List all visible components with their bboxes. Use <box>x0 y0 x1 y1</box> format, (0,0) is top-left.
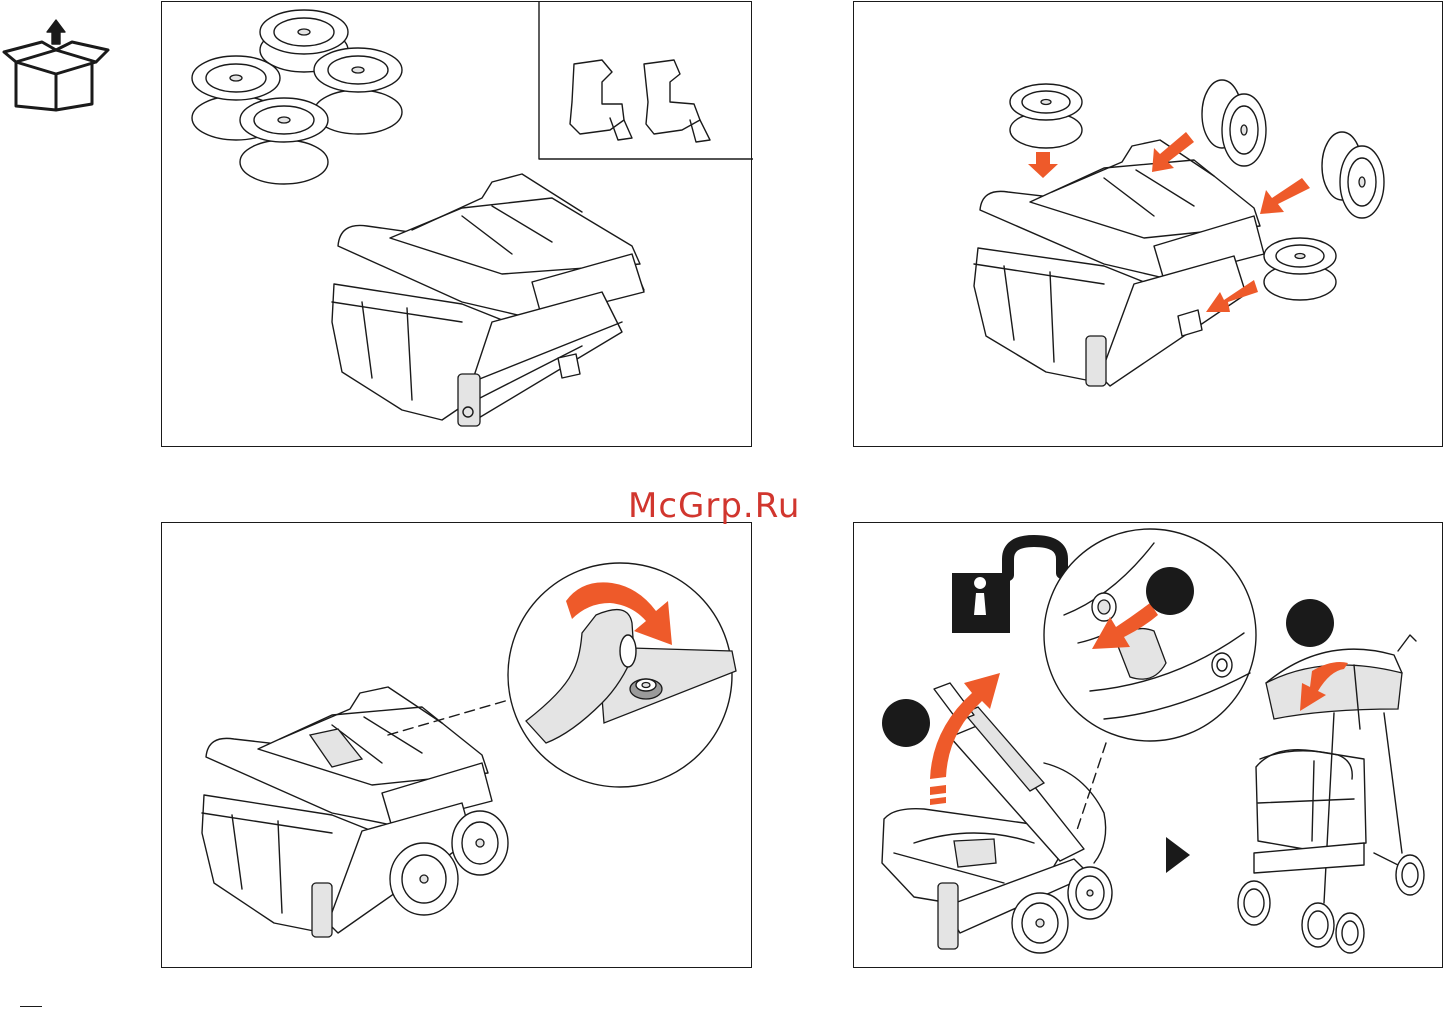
step-badge-1 <box>882 699 930 747</box>
stroller-wheel-4 <box>1396 855 1424 895</box>
snap-button <box>630 679 662 699</box>
step-attach-wheels-panel <box>853 1 1443 447</box>
unfolded-stroller <box>1238 635 1424 953</box>
step-strap-button-panel <box>161 522 752 968</box>
step-badge-3-group <box>1286 599 1334 647</box>
folded-stroller-with-wheels <box>202 687 508 937</box>
play-triangle-icon <box>1166 837 1190 873</box>
rear-wheel-top <box>1202 80 1266 166</box>
detail-circle <box>1044 529 1256 741</box>
wheel-adapter-illustration <box>570 60 710 142</box>
wheels-illustration <box>192 10 402 184</box>
front-wheel-left <box>1010 84 1082 148</box>
watermark-text: McGrp.Ru <box>628 486 800 526</box>
open-box-arrow-up-icon <box>0 18 112 114</box>
stroller-wheel-1 <box>1238 881 1270 925</box>
rear-wheel-right <box>1322 132 1384 218</box>
detail-circle <box>508 563 736 787</box>
wheel-rear <box>1068 867 1112 919</box>
wheel-front <box>1012 893 1068 953</box>
leader-line <box>1076 743 1106 833</box>
front-wheel-right <box>1264 238 1336 300</box>
step-unfold-panel <box>853 522 1443 968</box>
folded-stroller-illustration <box>332 174 644 426</box>
stroller-wheel-2 <box>1302 903 1334 947</box>
rear-wheel <box>390 843 458 915</box>
step-badge-2 <box>1146 567 1194 615</box>
folded-stroller-illustration <box>974 140 1264 386</box>
step-unpack-panel <box>161 1 752 447</box>
rear-wheel-2 <box>452 811 508 875</box>
step-badge-3 <box>1286 599 1334 647</box>
stroller-wheel-3 <box>1336 913 1364 953</box>
step-badge-1-group <box>882 699 930 747</box>
footer-rule <box>20 1006 42 1007</box>
